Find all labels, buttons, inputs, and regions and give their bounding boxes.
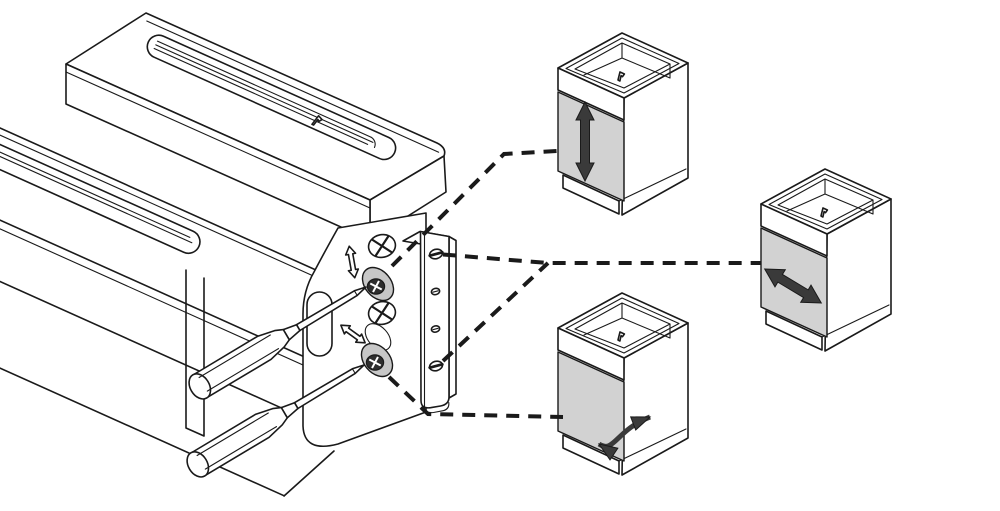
callout-line-tilt (387, 375, 564, 419)
cabinet-tilt-adjust-icon (557, 292, 689, 476)
callout-line-side-top (442, 252, 761, 265)
mounting-bracket (402, 230, 457, 414)
horizontal-adjust-arrow-icon (763, 268, 823, 304)
cabinet-side-adjust-icon (760, 168, 892, 352)
callout-line-side-bottom (441, 261, 550, 363)
bracket-screw-bottom (428, 360, 444, 372)
vertical-adjust-arrow-icon (575, 100, 595, 183)
diagonal-double-arrow-icon (340, 324, 366, 344)
slot-hook-detail (311, 114, 323, 126)
panel-hardware (340, 233, 397, 378)
bracket-screw-top (428, 248, 444, 260)
bracket-return-flange (448, 235, 457, 399)
tilt-adjustment-screw-icon (360, 342, 394, 378)
callout-line-height (390, 149, 558, 268)
support-post (185, 269, 205, 437)
bracket-hole-mid2 (430, 325, 441, 333)
curved-tilt-arrow-icon (594, 409, 654, 461)
top-board (65, 12, 447, 241)
height-adjustment-screw-icon (361, 266, 395, 302)
vertical-double-arrow-icon (344, 245, 360, 279)
cabinet-height-adjust-icon (557, 32, 689, 216)
phillips-screw-mid-icon (367, 300, 397, 326)
top-board-slot (146, 20, 440, 161)
lower-board-corner-line (283, 450, 335, 497)
bracket-hole-mid1 (430, 287, 441, 296)
phillips-screw-top-icon (367, 233, 397, 259)
